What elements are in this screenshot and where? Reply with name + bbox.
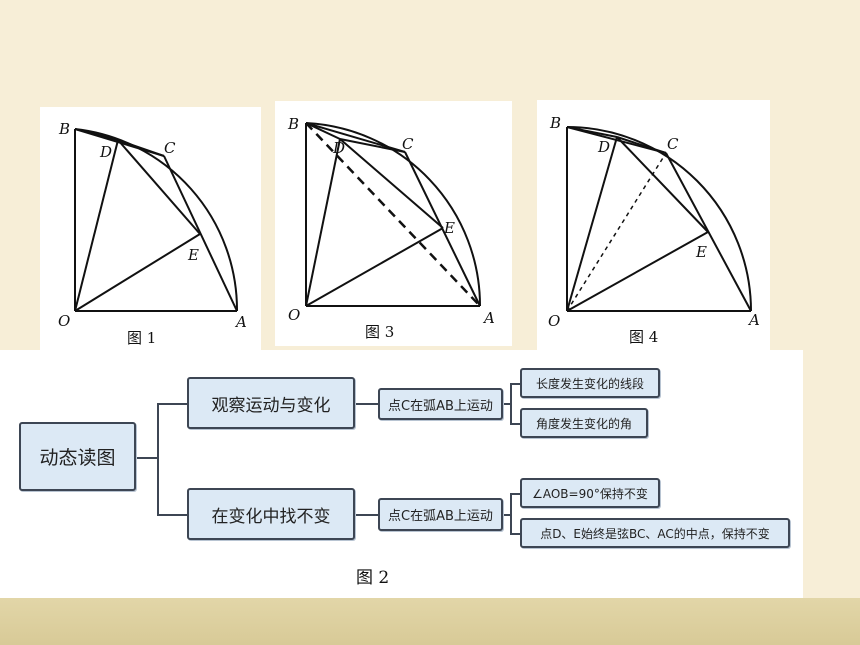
mindmap-branch-observe: 观察运动与变化 <box>187 377 355 429</box>
mindmap-sub-observe: 点C在弧AB上运动 <box>378 388 503 420</box>
connector-root-b2 <box>157 514 187 516</box>
figure-2-mindmap-panel: 动态读图 观察运动与变化 在变化中找不变 点C在弧AB上运动 点C在弧AB上运动… <box>0 350 803 598</box>
mindmap-leaf-midpoints: 点D、E始终是弦BC、AC的中点，保持不变 <box>520 518 790 548</box>
figure-4-diagram: B D C E O A 图 4 <box>548 114 760 346</box>
fig1-label-O: O <box>58 312 70 330</box>
connector-b2-sub <box>355 514 378 516</box>
mindmap-branch-invariant: 在变化中找不变 <box>187 488 355 540</box>
connector-sub1-h <box>503 403 511 405</box>
fig4-label-B: B <box>549 114 561 132</box>
fig4-label-C: C <box>667 135 679 153</box>
fig2-caption: 图 2 <box>356 568 390 588</box>
fig4-label-A: A <box>747 311 760 329</box>
fig1-caption: 图 1 <box>127 329 156 347</box>
figure-1-panel: B D C E O A 图 1 <box>40 107 261 352</box>
connector-root-b1 <box>157 403 187 405</box>
mindmap-leaf-length: 长度发生变化的线段 <box>520 368 660 398</box>
fig3-label-C: C <box>402 135 414 153</box>
fig4-label-D: D <box>597 138 610 156</box>
connector-sub2-l1 <box>510 493 520 495</box>
connector-sub1-l2 <box>510 423 520 425</box>
fig1-label-D: D <box>99 143 112 161</box>
fig1-label-C: C <box>164 139 176 157</box>
fig1-label-B: B <box>58 120 70 138</box>
fig4-label-O: O <box>548 312 560 330</box>
connector-sub2-h <box>503 514 511 516</box>
figure-1-diagram: B D C E O A 图 1 <box>58 120 247 347</box>
mindmap-leaf-angle: 角度发生变化的角 <box>520 408 648 438</box>
figure-4-panel: B D C E O A 图 4 <box>537 100 770 350</box>
fig3-label-D: D <box>332 139 345 157</box>
connector-root-v <box>157 403 159 516</box>
fig3-label-E: E <box>443 219 455 237</box>
connector-sub2-v <box>510 493 512 535</box>
mindmap-root-node: 动态读图 <box>19 422 136 491</box>
mindmap-leaf-right-angle: ∠AOB=90°保持不变 <box>520 478 660 508</box>
fig1-label-E: E <box>187 246 199 264</box>
slide-footer-band <box>0 598 860 645</box>
fig3-caption: 图 3 <box>365 323 394 341</box>
connector-sub1-v <box>510 383 512 425</box>
connector-b1-sub <box>355 403 378 405</box>
fig3-label-A: A <box>482 309 495 327</box>
connector-sub2-l2 <box>510 533 520 535</box>
mindmap-sub-invariant: 点C在弧AB上运动 <box>378 498 503 531</box>
fig3-label-B: B <box>287 115 299 133</box>
connector-sub1-l1 <box>510 383 520 385</box>
figure-3-diagram: B D C E O A 图 3 <box>287 115 495 341</box>
connector-root-h <box>136 457 158 459</box>
fig4-label-E: E <box>695 243 707 261</box>
fig3-label-O: O <box>288 306 300 324</box>
figure-3-panel: B D C E O A 图 3 <box>275 101 512 346</box>
fig1-label-A: A <box>234 313 247 331</box>
fig4-caption: 图 4 <box>629 328 658 346</box>
